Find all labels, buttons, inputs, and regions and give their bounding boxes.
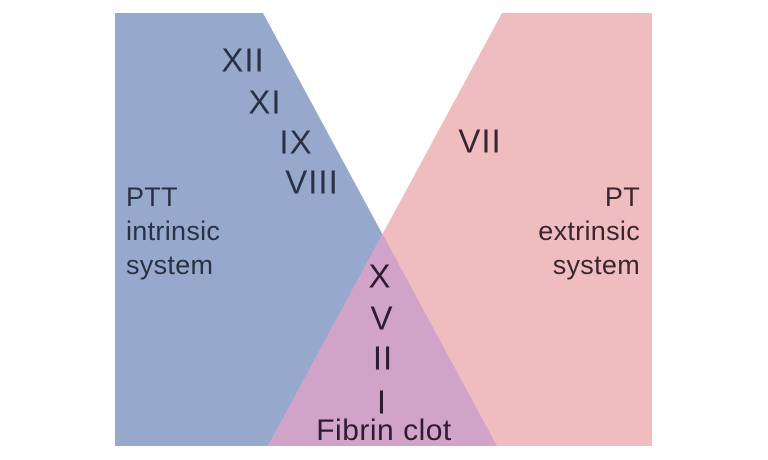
- extrinsic-label: extrinsic: [538, 216, 640, 246]
- pt-label: PT: [604, 182, 640, 212]
- factor-v-label: V: [370, 299, 394, 337]
- extrinsic-system-word: system: [552, 250, 640, 280]
- factor-viii-label: VIII: [285, 163, 339, 201]
- ptt-label: PTT: [126, 182, 178, 212]
- common-pathway-overlap: [268, 234, 497, 446]
- factor-ii-label: II: [372, 339, 394, 377]
- fibrin-clot-label: Fibrin clot: [316, 414, 452, 447]
- factor-x-label: X: [368, 257, 392, 295]
- intrinsic-system-word: system: [126, 250, 214, 280]
- extrinsic-system-label: PT extrinsic system: [538, 180, 640, 282]
- factor-vii-label: VII: [458, 122, 502, 160]
- factor-ix-label: IX: [279, 123, 313, 161]
- factor-xii-label: XII: [221, 41, 265, 79]
- factor-i-label: I: [376, 383, 388, 421]
- intrinsic-label: intrinsic: [126, 216, 221, 246]
- factor-xi-label: XI: [248, 83, 282, 121]
- intrinsic-system-label: PTT intrinsic system: [126, 180, 220, 282]
